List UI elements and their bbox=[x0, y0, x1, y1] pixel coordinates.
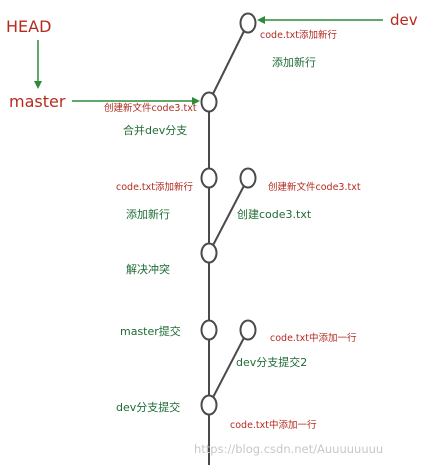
commit-node bbox=[200, 167, 218, 189]
commit-caption: 添加新行 bbox=[272, 55, 316, 69]
master-label: master bbox=[9, 92, 66, 111]
commit-message: code.txt中添加一行 bbox=[270, 332, 357, 344]
commit-node bbox=[239, 319, 257, 341]
commit-node bbox=[200, 394, 218, 416]
commit-caption: 添加新行 bbox=[126, 207, 170, 221]
commit-caption: 解决冲突 bbox=[126, 262, 170, 276]
commit-message: code.txt添加新行 bbox=[116, 181, 194, 193]
head-label: HEAD bbox=[6, 17, 51, 36]
commit-caption: dev分支提交2 bbox=[236, 355, 307, 369]
commit-caption: dev分支提交 bbox=[116, 400, 180, 414]
commit-node bbox=[200, 319, 218, 341]
dev-label: dev bbox=[390, 11, 418, 29]
commit-caption: master提交 bbox=[120, 324, 181, 338]
commit-message: code.txt添加新行 bbox=[260, 29, 338, 41]
commit-node bbox=[200, 242, 218, 264]
commit-message: code.txt中添加一行 bbox=[230, 419, 317, 431]
upper-branch-line bbox=[208, 22, 249, 103]
commit-message: 创建新文件code3.txt bbox=[104, 102, 197, 114]
watermark: https://blog.csdn.net/Auuuuuuuu bbox=[194, 442, 383, 456]
commit-node bbox=[239, 167, 257, 189]
commit-node bbox=[239, 12, 257, 34]
lower-branch-line bbox=[208, 329, 249, 406]
commit-node bbox=[200, 91, 218, 113]
commit-caption: 创建code3.txt bbox=[237, 207, 312, 221]
commit-caption: 合并dev分支 bbox=[123, 123, 187, 137]
commit-message: 创建新文件code3.txt bbox=[268, 181, 361, 193]
middle-branch-line bbox=[208, 177, 249, 254]
